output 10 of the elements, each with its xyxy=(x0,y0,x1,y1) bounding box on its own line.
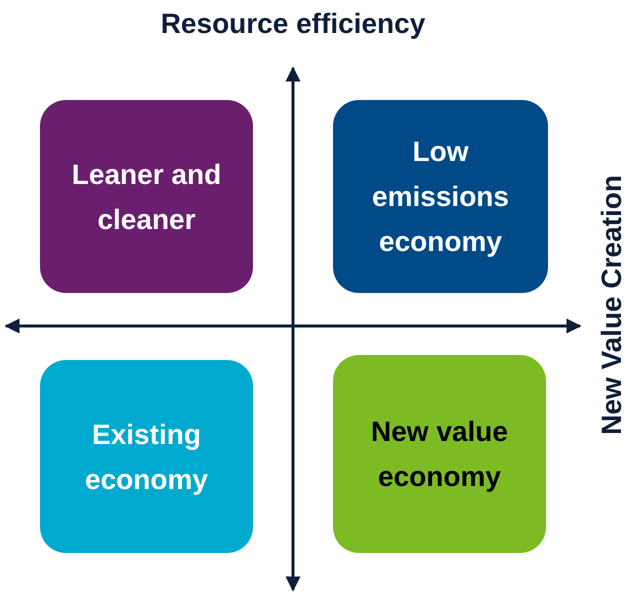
axis-title: Resource efficiency xyxy=(160,8,426,40)
quadrant-label: Low emissions economy xyxy=(371,135,510,259)
quadrant-box xyxy=(40,100,253,293)
quadrant-label: New value economy xyxy=(370,415,509,494)
quadrant-box xyxy=(333,100,548,293)
quadrant-box xyxy=(40,360,253,553)
quadrant-box xyxy=(333,355,546,553)
axis-title: New Value Creation xyxy=(596,175,627,435)
quadrant-label: Leaner and cleaner xyxy=(70,158,222,236)
quadrant-label: Existing economy xyxy=(84,418,209,497)
